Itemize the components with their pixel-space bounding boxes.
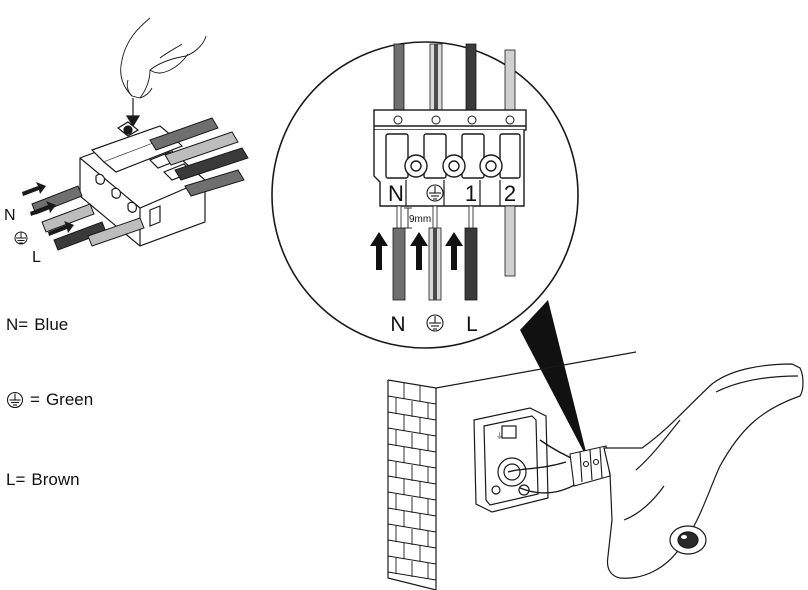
legend-live-symbol: L= (6, 470, 26, 489)
legend-neutral: N= Blue (6, 315, 68, 335)
earth-ground-icon (6, 391, 24, 409)
svg-text:⏚: ⏚ (496, 432, 503, 440)
bricks (387, 383, 437, 581)
left-label-n: N (4, 207, 16, 224)
push-arrow (125, 98, 141, 128)
left-label-l: L (32, 249, 41, 266)
wire-label-n: N (390, 313, 405, 336)
zoom-connector (373, 109, 527, 207)
left-figure-labels: N L (4, 207, 41, 266)
terminal-earth-icon (426, 184, 444, 202)
left-label-earth-icon (14, 231, 28, 245)
strip-length-label: 9mm (409, 214, 431, 225)
terminal-label-1: 1 (465, 181, 477, 206)
brick-wall (387, 351, 637, 590)
wire-label-l: L (466, 313, 478, 336)
legend-live: L= Brown (6, 470, 80, 490)
mounting-plate: ⏚ (473, 407, 549, 513)
hand-illustration (120, 17, 207, 99)
callout-pointer (520, 300, 588, 460)
lamp-connector (569, 445, 611, 487)
top-screws (393, 115, 515, 125)
zoom-wires-bottom (392, 205, 516, 301)
terminal-levers (385, 133, 521, 179)
lamp-housing (603, 363, 804, 579)
left-terminal-figure (22, 17, 249, 251)
terminal-labels: N 1 2 (388, 181, 516, 206)
left-insert-arrows (22, 182, 74, 236)
legend-earth-color: Green (45, 390, 94, 409)
terminal-screws (404, 154, 503, 178)
wall-mount-illustration: ⏚ (387, 351, 804, 590)
legend-live-color: Brown (31, 470, 80, 489)
zoom-insert-arrows (370, 232, 463, 270)
wire-earth-icon (426, 314, 444, 332)
strip-length-dimension (404, 207, 412, 229)
terminal-label-n: N (388, 181, 404, 206)
terminal-label-2: 2 (504, 181, 516, 206)
wire-labels: N L (390, 313, 477, 336)
legend-neutral-symbol: N= (6, 315, 29, 334)
legend-neutral-color: Blue (34, 315, 69, 334)
legend-earth-symbol: = (30, 390, 40, 409)
legend-earth: = Green (6, 390, 93, 410)
terminal-slots (405, 180, 501, 206)
